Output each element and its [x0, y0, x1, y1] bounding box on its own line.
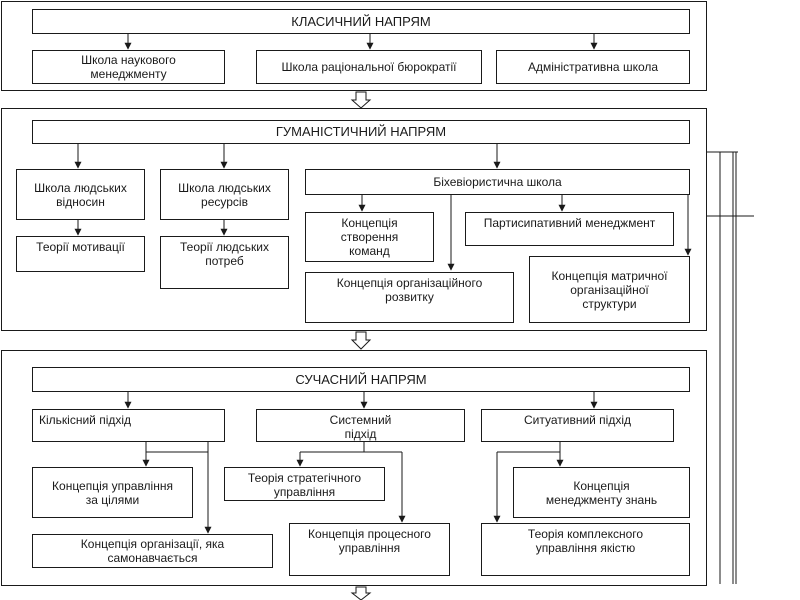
theories-human-needs: Теорії людських потреб	[160, 236, 289, 289]
theory-tqm: Теорія комплексного управління якістю	[481, 523, 690, 576]
classical-title: КЛАСИЧНИЙ НАПРЯМ	[32, 9, 690, 34]
concept-org-development: Концепція організаційного розвитку	[305, 272, 514, 323]
school-administrative: Адміністративна школа	[496, 50, 690, 84]
participative-management: Партисипативний менеджмент	[465, 212, 674, 246]
concept-knowledge-management: Концепція менеджменту знань	[513, 467, 690, 518]
hollow-arrow-2	[350, 331, 372, 350]
hollow-arrow-1	[350, 91, 372, 109]
school-human-resources: Школа людських ресурсів	[160, 169, 289, 220]
school-scientific-management: Школа наукового менеджменту	[32, 50, 225, 84]
concept-process-management: Концепція процесного управління	[289, 523, 450, 576]
hollow-arrow-3	[350, 586, 372, 600]
quantitative-approach: Кількісний підхід	[32, 409, 225, 442]
school-rational-bureaucracy: Школа раціональної бюрократії	[256, 50, 482, 84]
school-behavioral: Біхевіористична школа	[305, 169, 690, 195]
situational-approach: Ситуативний підхід	[481, 409, 674, 442]
concept-matrix-structure: Концепція матричної організаційної струк…	[529, 256, 690, 323]
theories-motivation: Теорії мотивації	[16, 236, 145, 272]
concept-team-building: Концепція створення команд	[305, 212, 434, 262]
school-human-relations: Школа людських відносин	[16, 169, 145, 220]
theory-strategic-management: Теорія стратегічного управління	[224, 467, 385, 501]
systemic-approach: Системний підхід	[256, 409, 465, 442]
concept-learning-organization: Концепція організації, яка самонавчаєтьс…	[32, 534, 273, 568]
humanistic-title: ГУМАНІСТИЧНИЙ НАПРЯМ	[32, 120, 690, 144]
modern-title: СУЧАСНИЙ НАПРЯМ	[32, 367, 690, 392]
concept-mbo: Концепція управління за цілями	[32, 467, 193, 518]
